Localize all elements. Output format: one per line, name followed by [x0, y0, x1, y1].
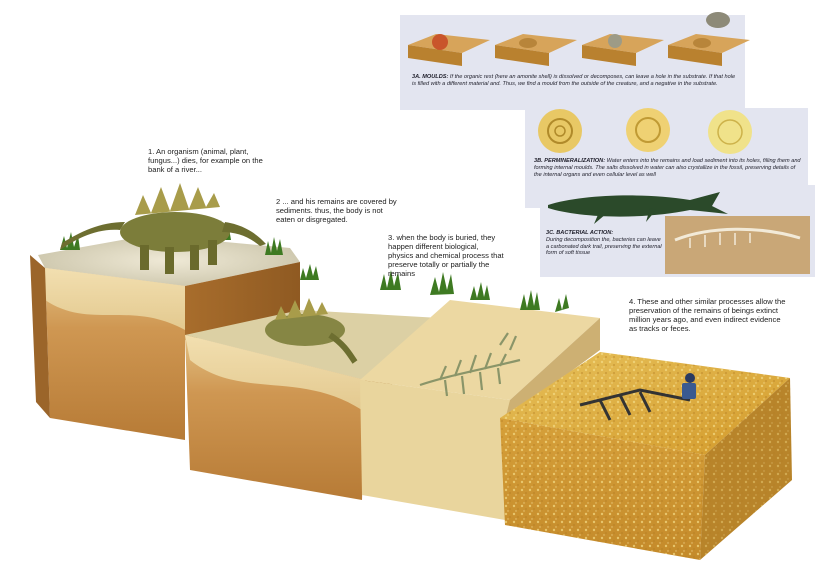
- moulds-panel-text: 3A. MOULDS: If the organic rest (here an…: [412, 74, 737, 88]
- moulds-illustration: [400, 12, 750, 110]
- bacterial-title: 3C. BACTERIAL ACTION:: [546, 230, 613, 236]
- permineralization-panel-text: 3B. PERMINERALIZATION: Water enters into…: [534, 158, 802, 178]
- bacterial-description: During decomposition the, bacteries can …: [546, 237, 662, 257]
- caption-step-3: 3. when the body is buried, they happen …: [388, 234, 506, 279]
- moulds-description: If the organic rest (here an amonite she…: [412, 74, 735, 87]
- bacterial-panel-text: 3C. BACTERIAL ACTION: During decompositi…: [546, 230, 664, 257]
- caption-step-2: 2 ... and his remains are covered by sed…: [276, 198, 401, 225]
- caption-step-4: 4. These and other similar processes all…: [629, 298, 789, 334]
- moulds-title: 3A. MOULDS:: [412, 74, 448, 80]
- permineralization-title: 3B. PERMINERALIZATION:: [534, 158, 605, 164]
- caption-step-1: 1. An organism (animal, plant, fungus...…: [148, 148, 278, 175]
